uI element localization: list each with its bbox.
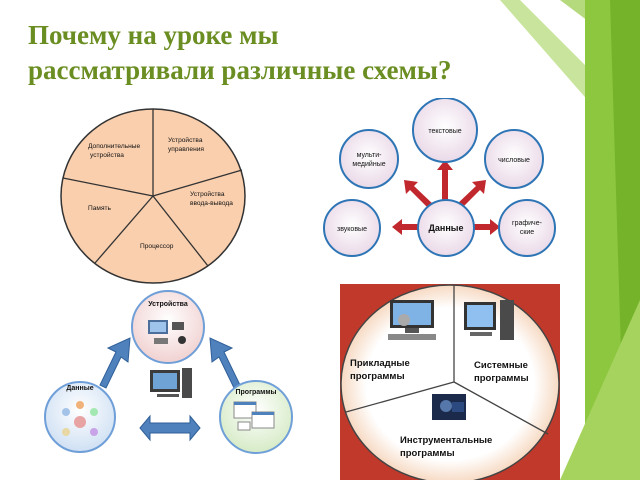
data-types-diagram: текстовые мульти- медийные числовые звук… [322, 98, 570, 266]
system-computer-icon [464, 300, 514, 340]
applied-computer-icon [388, 300, 436, 340]
pie-segment-io-devices-line1: Устройства [190, 190, 225, 198]
data-label: Данные [66, 385, 93, 392]
pie-segment-io-devices-line2: ввода-вывода [190, 200, 233, 207]
arrow-right-icon [472, 219, 500, 235]
title-line-2: рассматривали различные схемы? [28, 55, 452, 85]
applied-programs-line1: Прикладные [350, 358, 410, 369]
devices-label: Устройства [148, 300, 188, 308]
tools-programs-line1: Инструментальные [400, 435, 492, 446]
data-type-numeric: числовые [498, 157, 530, 164]
system-programs-line1: Системные [474, 360, 528, 371]
pie-segment-extra-devices-line1: Дополнительные [88, 143, 141, 150]
system-programs-line2: программы [474, 373, 529, 384]
pie-segment-extra-devices-line2: устройства [90, 151, 124, 159]
data-type-multimedia-line2: медийные [352, 160, 385, 168]
pie-segment-memory: Память [88, 205, 112, 212]
arrow-left-icon [392, 219, 420, 235]
developer-icon [432, 394, 466, 420]
slide-title: Почему на уроке мы рассматривали различн… [28, 18, 588, 88]
arrow-to-devices-icon [100, 338, 130, 388]
pie-segment-control-devices-line2: управления [168, 146, 204, 153]
software-types-pie: Прикладные программы Системные программы… [340, 284, 560, 480]
data-type-graphic-line1: графиче- [512, 220, 543, 227]
data-type-text: текстовые [428, 128, 461, 135]
data-center-label: Данные [429, 223, 464, 233]
arrow-from-devices-icon [210, 338, 240, 388]
double-arrow-icon [140, 416, 200, 440]
data-type-circle [340, 130, 398, 188]
computer-icon [150, 368, 192, 398]
title-line-1: Почему на уроке мы [28, 20, 279, 50]
data-type-audio: звуковые [337, 226, 367, 233]
data-type-multimedia-line1: мульти- [357, 152, 383, 159]
arrow-up-icon [437, 160, 453, 203]
pie-segment-control-devices-line1: Устройства [168, 136, 203, 144]
data-type-circle [499, 200, 555, 256]
computer-structure-pie-diagram: Дополнительные устройства Устройства упр… [60, 108, 246, 284]
tools-programs-line2: программы [400, 448, 455, 459]
data-type-graphic-line2: ские [520, 229, 534, 236]
pie-segment-processor: Процессор [140, 243, 174, 250]
applied-programs-line2: программы [350, 371, 405, 382]
programs-label: Программы [235, 389, 276, 396]
devices-data-programs-cycle: Устройства Данные Программы [42, 290, 298, 458]
